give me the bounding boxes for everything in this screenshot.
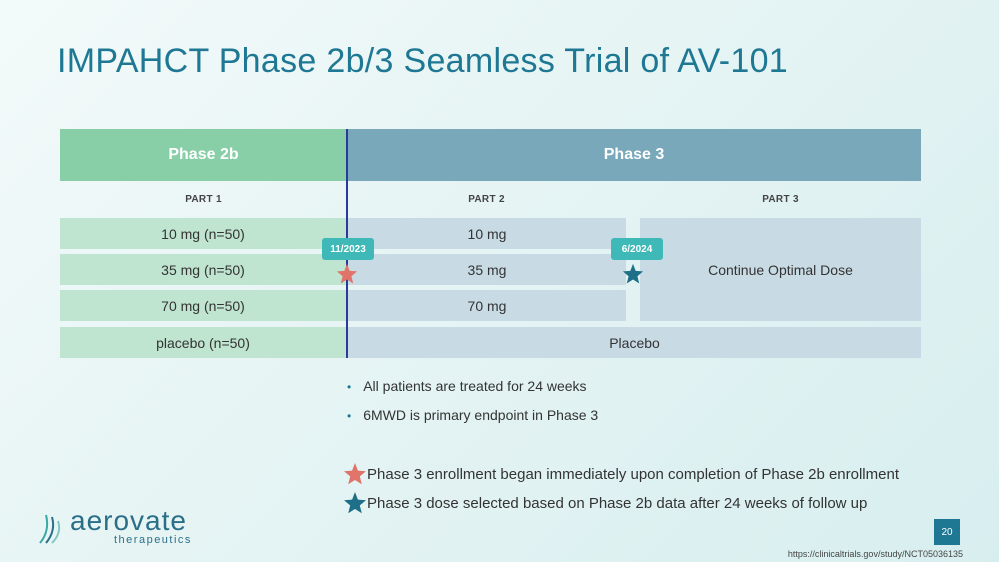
logo-mark-icon bbox=[39, 514, 61, 544]
part1-row-placebo: placebo (n=50) bbox=[60, 327, 346, 358]
note-text: Phase 3 enrollment began immediately upo… bbox=[367, 465, 899, 483]
part2-row-10mg: 10 mg bbox=[348, 218, 626, 249]
coral-star-icon bbox=[336, 263, 358, 284]
bullet-dot-icon: • bbox=[347, 409, 352, 423]
note-coral: Phase 3 enrollment began immediately upo… bbox=[343, 462, 899, 486]
note-text: Phase 3 dose selected based on Phase 2b … bbox=[367, 494, 868, 512]
milestone-11-2023-badge: 11/2023 bbox=[322, 238, 374, 260]
bullet-text: 6MWD is primary endpoint in Phase 3 bbox=[363, 407, 599, 423]
bullet-item: • All patients are treated for 24 weeks bbox=[347, 378, 587, 394]
phase-2b-header: Phase 2b bbox=[60, 129, 347, 181]
bullet-text: All patients are treated for 24 weeks bbox=[363, 378, 587, 394]
logo-wordmark: aerovate bbox=[70, 505, 187, 536]
logo-subtext: therapeutics bbox=[114, 534, 192, 546]
phase-3-header: Phase 3 bbox=[347, 129, 921, 181]
source-url[interactable]: https://clinicaltrials.gov/study/NCT0503… bbox=[787, 549, 963, 559]
teal-star-icon bbox=[622, 263, 644, 284]
part-1-label: PART 1 bbox=[185, 194, 222, 205]
bullet-item: • 6MWD is primary endpoint in Phase 3 bbox=[347, 407, 598, 423]
note-teal: Phase 3 dose selected based on Phase 2b … bbox=[343, 491, 867, 515]
slide-title: IMPAHCT Phase 2b/3 Seamless Trial of AV-… bbox=[57, 42, 789, 80]
part2-row-35mg: 35 mg bbox=[348, 254, 626, 285]
part1-row-10mg: 10 mg (n=50) bbox=[60, 218, 346, 249]
part-3-label: PART 3 bbox=[762, 194, 799, 205]
page-number: 20 bbox=[934, 519, 960, 545]
part3-optimal-dose: Continue Optimal Dose bbox=[640, 218, 921, 321]
part2-row-70mg: 70 mg bbox=[348, 290, 626, 321]
teal-star-icon bbox=[344, 492, 366, 514]
part1-row-35mg: 35 mg (n=50) bbox=[60, 254, 346, 285]
part-2-label: PART 2 bbox=[468, 194, 505, 205]
bullet-dot-icon: • bbox=[347, 380, 352, 394]
part1-row-70mg: 70 mg (n=50) bbox=[60, 290, 346, 321]
phase3-placebo-row: Placebo bbox=[348, 327, 921, 358]
milestone-6-2024-badge: 6/2024 bbox=[611, 238, 663, 260]
coral-star-icon bbox=[344, 463, 366, 485]
